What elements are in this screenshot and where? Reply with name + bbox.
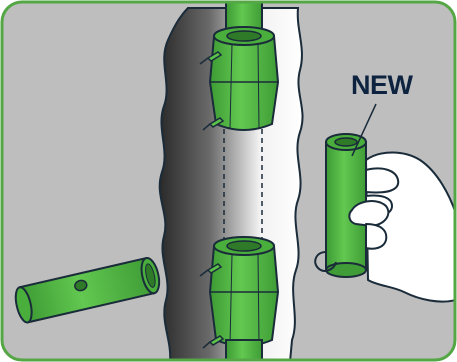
new-label: NEW bbox=[351, 72, 413, 99]
